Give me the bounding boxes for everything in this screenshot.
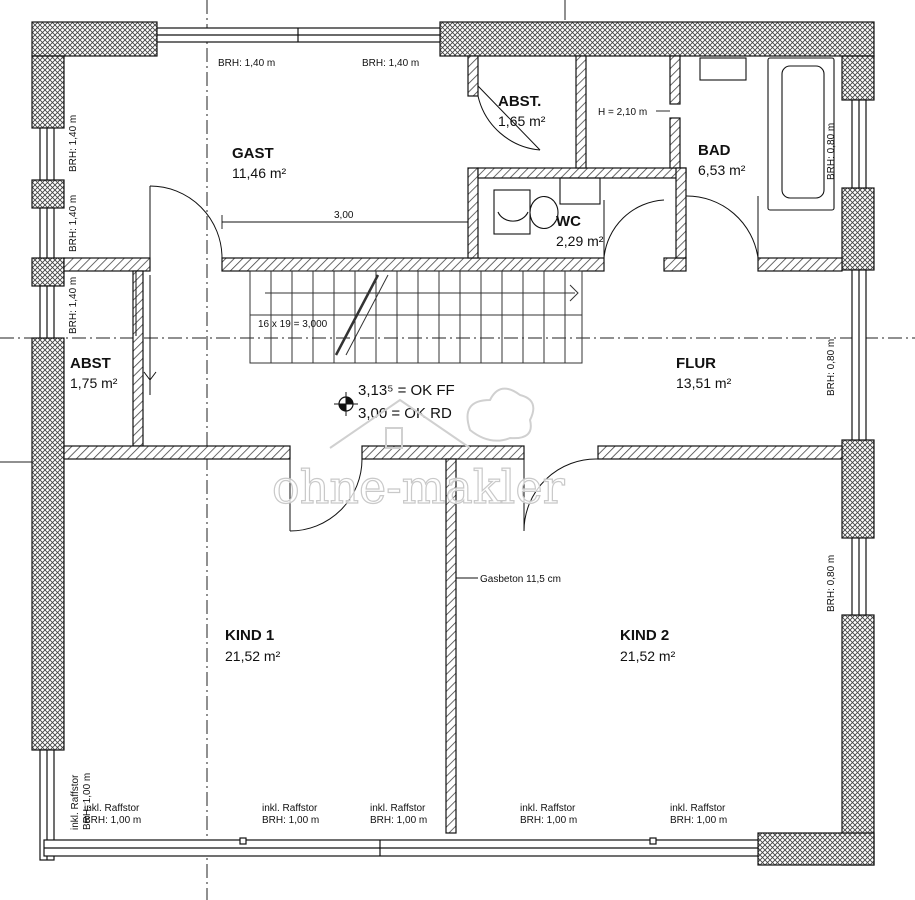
interior-walls (63, 55, 843, 834)
level-marker-icon (334, 392, 358, 416)
outer-walls (31, 21, 875, 866)
note-raffstor-4b: BRH: 1,00 m (520, 815, 577, 826)
note-raffstor-3b: BRH: 1,00 m (370, 815, 427, 826)
note-raffstor-1b: BRH: 1,00 m (84, 815, 141, 826)
note-raffstor-2a: inkl. Raffstor (262, 803, 318, 814)
sanitary-fixtures (493, 57, 835, 235)
note-raffstor-5b: BRH: 1,00 m (670, 815, 727, 826)
note-brh-left-1: BRH: 1,40 m (68, 115, 79, 172)
note-brh-gast-right: BRH: 1,40 m (362, 58, 419, 69)
staircase (249, 270, 583, 364)
room-name-wc: WC (556, 213, 581, 230)
room-name-bad: BAD (698, 142, 731, 159)
level-ok-rd: 3,00 = OK RD (358, 405, 452, 422)
note-brh-gast-left: BRH: 1,40 m (218, 58, 275, 69)
room-area-abst-upper: 1,65 m² (498, 113, 546, 129)
room-area-abst-lower: 1,75 m² (70, 375, 118, 391)
room-area-gast: 11,46 m² (232, 165, 287, 181)
room-area-wc: 2,29 m² (556, 233, 604, 249)
note-raffstor-1a: inkl. Raffstor (84, 803, 140, 814)
note-raffstor-2b: BRH: 1,00 m (262, 815, 319, 826)
doors (135, 85, 759, 532)
room-area-kind2: 21,52 m² (620, 648, 676, 664)
room-name-abst-lower: ABST (70, 355, 111, 372)
note-brh-bad: BRH: 0,80 m (826, 123, 837, 180)
note-brh-kind2: BRH: 0,80 m (826, 555, 837, 612)
watermark-text: ohne-makler (272, 460, 565, 514)
note-height: H = 2,10 m (598, 107, 647, 118)
watermark-logo (329, 387, 535, 449)
room-name-abst-upper: ABST. (498, 93, 541, 110)
room-name-kind2: KIND 2 (620, 627, 669, 644)
windows (39, 27, 867, 861)
note-raffstor-3a: inkl. Raffstor (370, 803, 426, 814)
room-name-kind1: KIND 1 (225, 627, 274, 644)
room-name-flur: FLUR (676, 355, 716, 372)
note-stairs: 16 x 19 = 3,000 (258, 319, 328, 330)
note-brh-left-2: BRH: 1,40 m (68, 195, 79, 252)
note-brh-flur: BRH: 0,80 m (826, 339, 837, 396)
note-raffstor-5a: inkl. Raffstor (670, 803, 726, 814)
note-brh-left-3: BRH: 1,40 m (68, 277, 79, 334)
note-raffstor-left-2: BRH: 1,00 m (82, 773, 93, 830)
room-area-flur: 13,51 m² (676, 375, 732, 391)
note-dimension: 3,00 (334, 210, 354, 221)
level-ok-ff: 3,13⁵ = OK FF (358, 382, 455, 399)
dimension-line (221, 110, 670, 579)
note-raffstor-4a: inkl. Raffstor (520, 803, 576, 814)
room-area-kind1: 21,52 m² (225, 648, 281, 664)
note-raffstor-left-1: inkl. Raffstor (70, 774, 81, 830)
room-area-bad: 6,53 m² (698, 162, 746, 178)
room-name-gast: GAST (232, 145, 274, 162)
note-gasbeton: Gasbeton 11,5 cm (480, 574, 561, 585)
